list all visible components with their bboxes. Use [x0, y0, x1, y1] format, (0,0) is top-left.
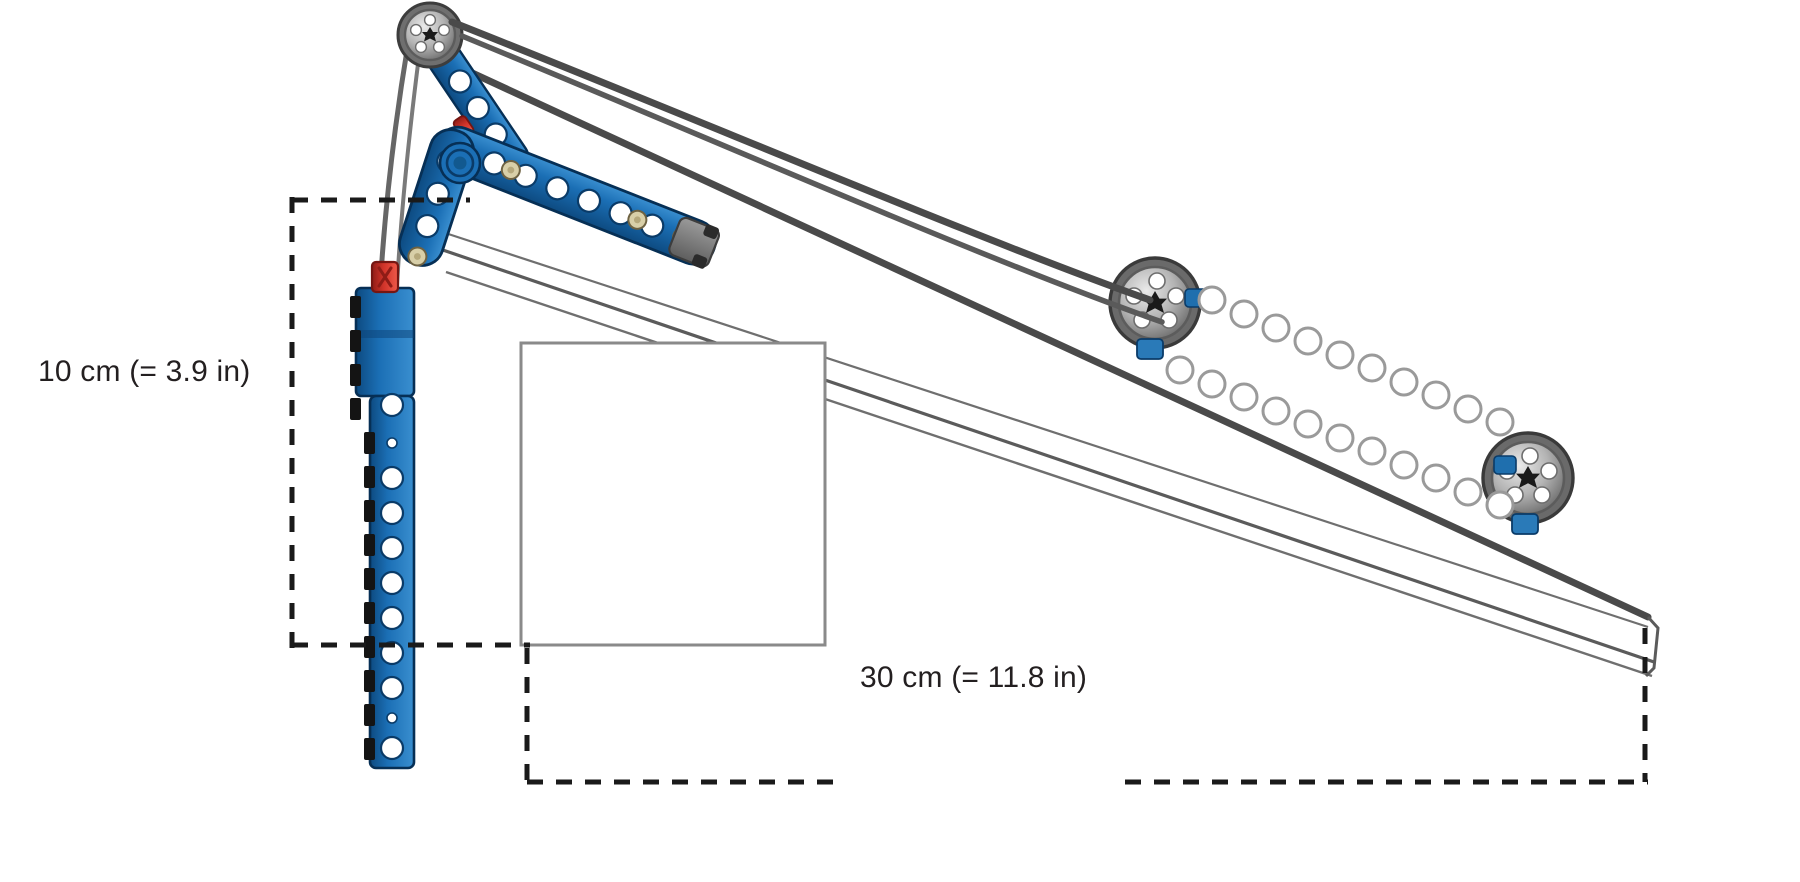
inclined-ramp-surface — [412, 43, 1660, 678]
top-pulley-wheel — [396, 1, 464, 69]
red-axle-connector — [370, 260, 400, 294]
upper-pulley-mount-bracket — [1136, 338, 1164, 360]
ramp-end-cap — [1644, 615, 1660, 678]
lower-pulley-mount-bracket — [1511, 513, 1539, 535]
red-connector-cross — [377, 266, 393, 288]
upper-pulley-axle-hole — [1143, 291, 1167, 313]
ramp-edge-line-mid — [433, 245, 1655, 664]
ramp-edge-line-lower — [445, 270, 1653, 678]
angled-beam-clip-top — [703, 224, 719, 239]
beam-hub-joint — [438, 141, 482, 185]
vertical-beam-block-seam — [356, 330, 414, 338]
drive-belt — [448, 18, 1165, 325]
ramp-top-rail — [412, 43, 1652, 621]
cargo-box-rect — [519, 341, 827, 647]
top-pulley-spoke-holes — [409, 13, 451, 54]
tread-chain-upper — [1197, 285, 1515, 437]
ramp-edge-line-upper — [429, 226, 1649, 629]
cargo-box-outline — [519, 341, 827, 647]
vertical-beam-side-notches — [350, 296, 375, 760]
top-pulley-axle-hole — [422, 27, 438, 42]
vertical-lego-beam — [350, 286, 416, 770]
angled-beam-clip-bottom — [691, 254, 708, 269]
angled-lego-beam — [435, 125, 721, 269]
drive-belt-upper-run — [448, 18, 1154, 304]
lower-pulley-axle-hole — [1516, 466, 1540, 488]
drive-belt-lower-run — [459, 33, 1165, 325]
vertical-dimension-label: 10 cm (= 3.9 in) — [38, 355, 251, 388]
tread-chain-lower — [1165, 355, 1515, 520]
lower-pulley-axle-connector-left — [1493, 455, 1517, 475]
vertical-beam-top-block — [354, 286, 416, 398]
vertical-dimension-guides — [289, 197, 530, 648]
horizontal-dimension-guides — [524, 628, 1648, 785]
horizontal-dimension-label: 30 cm (= 11.8 in) — [860, 661, 1088, 694]
upper-pulley-spoke-holes — [1125, 272, 1185, 329]
